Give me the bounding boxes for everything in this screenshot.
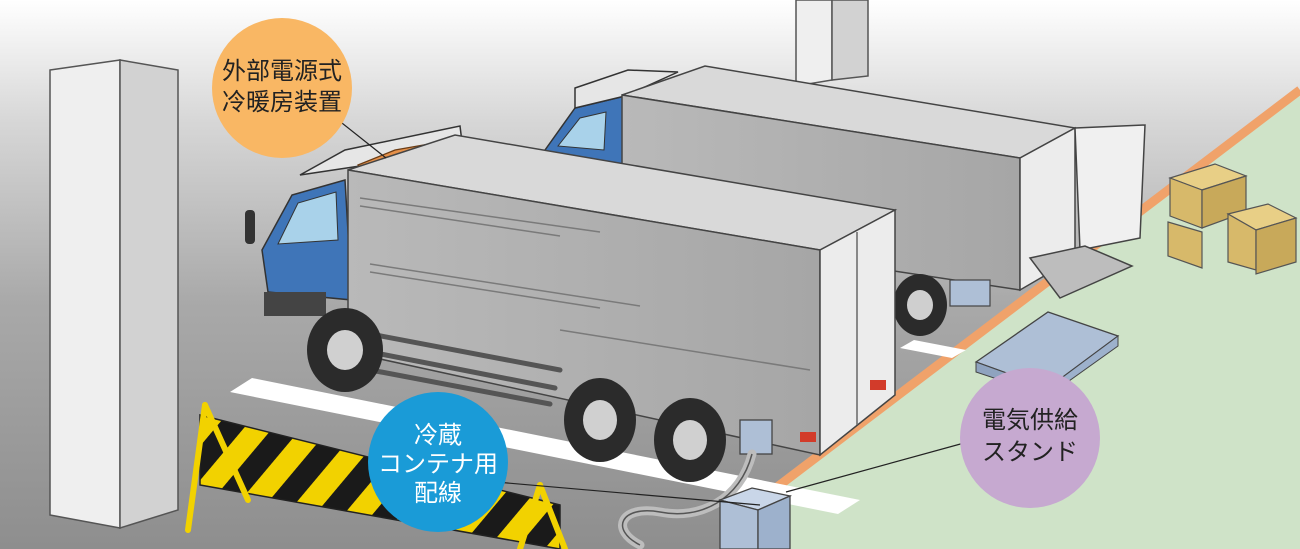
pillar-back <box>795 0 869 87</box>
callout-container-wiring: 冷蔵 コンテナ用 配線 <box>368 392 508 532</box>
callout-ac-unit-line1: 外部電源式 <box>222 57 342 85</box>
pillar-left <box>49 59 179 530</box>
road-markings <box>230 340 966 514</box>
callout-container-wiring-line2: コンテナ用 <box>378 450 498 478</box>
callout-ac-unit-line2: 冷暖房装置 <box>222 88 342 116</box>
container-power-socket <box>739 419 773 455</box>
callout-ac-unit: 外部電源式 冷暖房装置 <box>212 18 352 158</box>
callout-power-stand-line1: 電気供給 <box>982 406 1078 434</box>
callout-container-wiring-line1: 冷蔵 <box>414 421 462 449</box>
callout-container-wiring-line3: 配線 <box>414 479 462 507</box>
front-truck <box>245 125 898 482</box>
power-supply-stand <box>717 487 793 549</box>
cardboard-boxes <box>1167 163 1298 275</box>
callout-power-stand: 電気供給 スタンド <box>960 368 1100 508</box>
callout-power-stand-line2: スタンド <box>982 438 1078 466</box>
